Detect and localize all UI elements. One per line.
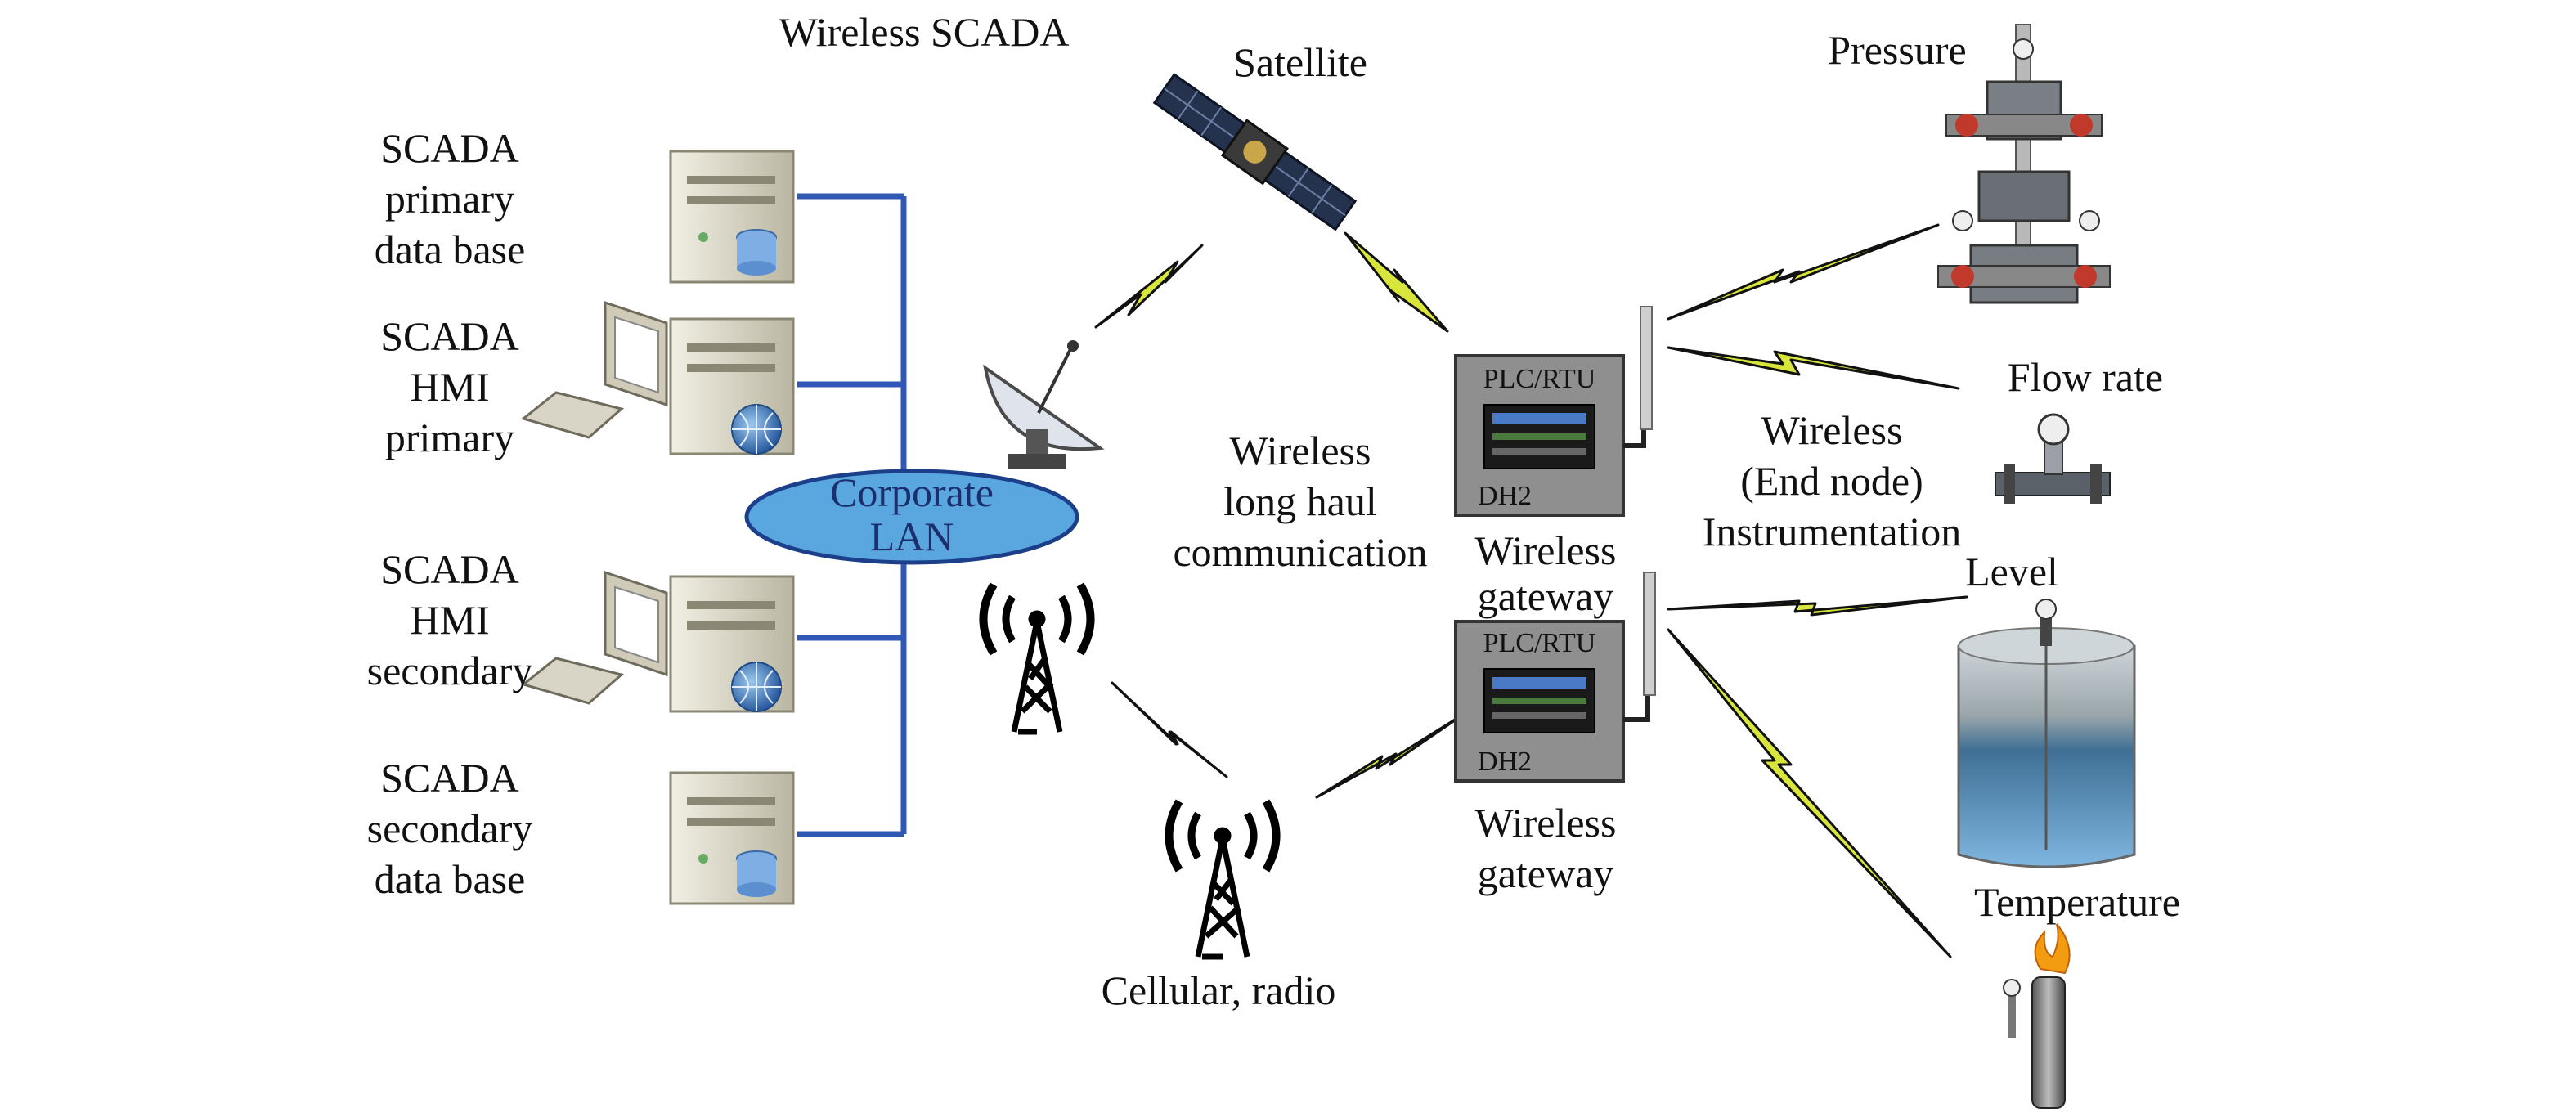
instrument-label-temperature: Temperature	[1974, 879, 2180, 925]
endnode-label: Wireless(End node)Instrumentation	[1702, 407, 1962, 554]
gateway-box-1	[1454, 306, 1653, 517]
instrument-label-level: Level	[1965, 549, 2058, 594]
radio-tower-icon	[1165, 799, 1281, 960]
flame-cylinder-icon	[2003, 923, 2071, 1109]
corporate-lan-ellipse	[744, 469, 1079, 565]
cellular-label: Cellular, radio	[1101, 967, 1336, 1013]
database-server-icon	[669, 150, 795, 284]
satellite-label: Satellite	[1233, 39, 1367, 85]
flow-meter-icon	[1995, 413, 2111, 504]
database-server-icon	[669, 771, 795, 905]
tank-icon	[1957, 599, 2136, 868]
hmi-workstation-icon	[520, 300, 795, 455]
instrument-label-pressure: Pressure	[1828, 27, 1967, 73]
diagram-title: Wireless SCADA	[779, 9, 1070, 55]
wellhead-icon	[1937, 24, 2111, 304]
satellite-icon	[1152, 73, 1358, 231]
instrument-label-flow-rate: Flow rate	[2007, 354, 2164, 400]
radio-tower-icon	[979, 582, 1095, 735]
wireless-links	[1094, 223, 1968, 958]
satellite-dish-icon	[983, 340, 1105, 469]
gateway-2-top-text: PLC/RTU	[1483, 628, 1596, 658]
gateway-1-bottom-text: DH2	[1477, 481, 1533, 511]
gateway-box-2	[1454, 572, 1656, 783]
gateway-1-top-text: PLC/RTU	[1483, 364, 1596, 394]
hmi-workstation-icon	[520, 570, 795, 713]
gateway-2-bottom-text: DH2	[1477, 747, 1533, 777]
